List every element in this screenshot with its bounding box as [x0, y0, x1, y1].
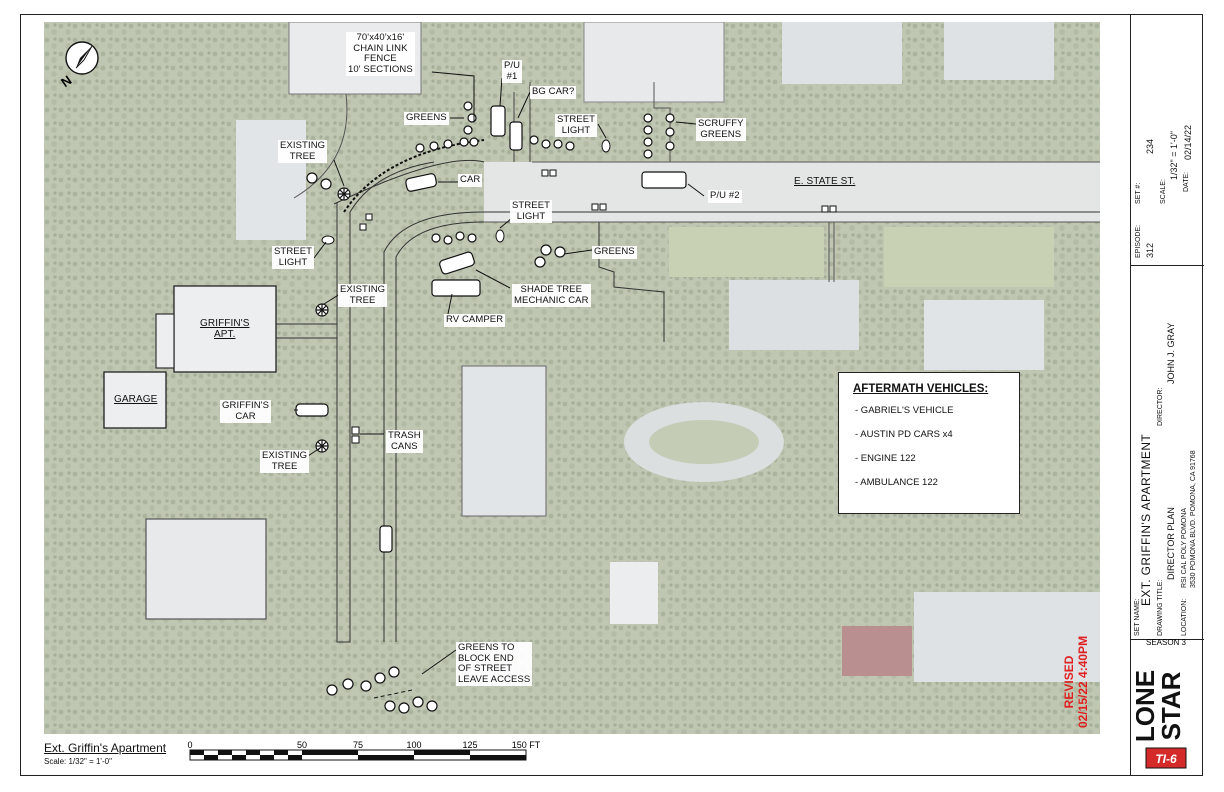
- pu1-vehicle: [490, 105, 506, 137]
- tb-set-no-label: SET #:: [1135, 182, 1142, 204]
- label-existing-tree-mid: EXISTING TREE: [338, 284, 388, 307]
- sheet-border: [20, 14, 1203, 776]
- pu2-vehicle: [641, 171, 687, 189]
- label-fence: 70'x40'x16' CHAIN LINK FENCE 10' SECTION…: [346, 32, 415, 76]
- label-griffins-apt: GRIFFIN'S APT.: [200, 318, 250, 340]
- tb-location-line2: 3530 POMONA BLVD. POMONA, CA 91768: [1190, 450, 1197, 588]
- aftermath-item: - AMBULANCE 122: [855, 477, 938, 488]
- scale-tick: 125: [462, 740, 477, 750]
- label-street-light-mid: STREET LIGHT: [510, 200, 553, 223]
- label-pu2: P/U #2: [708, 190, 742, 203]
- tb-drawing-title: DIRECTOR PLAN: [1166, 507, 1176, 580]
- label-greens-end: GREENS TO BLOCK END OF STREET LEAVE ACCE…: [456, 642, 533, 686]
- logo-badge: TI-6: [1155, 752, 1177, 766]
- scale-tick: 75: [353, 740, 363, 750]
- label-garage: GARAGE: [114, 394, 158, 405]
- logo-line1: LONE: [1136, 670, 1160, 742]
- greens-markers: [306, 101, 675, 714]
- tb-set-name-cell: SET NAME: EXT. GRIFFIN'S APARTMENT DRAWI…: [1131, 266, 1204, 640]
- title-block: EPISODE: 312 SET #: 234 SCALE: 1/32" = 1…: [1130, 14, 1204, 776]
- label-scruffy-greens: SCRUFFY GREENS: [696, 118, 746, 141]
- tb-scale: 1/32" = 1'-0": [1169, 131, 1179, 180]
- label-street-light-left: STREET LIGHT: [272, 246, 315, 269]
- tb-director-label: DIRECTOR:: [1157, 387, 1164, 426]
- aftermath-item: - AUSTIN PD CARS x4: [855, 429, 953, 440]
- tb-episode-label: EPISODE:: [1135, 224, 1142, 258]
- label-shade-tree: SHADE TREE MECHANIC CAR: [512, 284, 591, 307]
- rv-camper: [431, 279, 481, 297]
- aftermath-vehicles-box: AFTERMATH VEHICLES: - GABRIEL'S VEHICLE …: [838, 372, 1020, 514]
- north-arrow-icon: N: [58, 41, 99, 90]
- tb-director: JOHN J. GRAY: [1166, 322, 1176, 384]
- label-griffins-car: GRIFFIN'S CAR: [220, 400, 272, 423]
- tb-date: 02/14/22: [1183, 124, 1193, 160]
- street-light-marker: [495, 229, 505, 243]
- revised-stamp: REVISED 02/15/22 4:40PM: [1062, 635, 1090, 728]
- car-vehicle: [405, 173, 437, 192]
- lone-star-logo: SEASON 3 LONE STAR TI-6: [1136, 638, 1187, 769]
- scale-tick: 100: [406, 740, 421, 750]
- label-street-light-top: STREET LIGHT: [555, 114, 598, 137]
- scale-tick: 150 FT: [512, 740, 541, 750]
- logo-season: SEASON 3: [1146, 638, 1187, 647]
- label-car: CAR: [458, 174, 483, 187]
- label-greens-mid: GREENS: [592, 246, 637, 259]
- griffins-car-vehicle: [295, 403, 329, 417]
- label-existing-tree-top: EXISTING TREE: [278, 140, 328, 163]
- scale-tick: 0: [187, 740, 192, 750]
- label-pu1: P/U #1: [502, 60, 523, 83]
- tb-scale-label: SCALE:: [1160, 179, 1167, 204]
- tb-episode: 312: [1145, 242, 1155, 258]
- label-trash-cans: TRASH CANS: [386, 430, 423, 453]
- tb-location-label: LOCATION:: [1181, 598, 1188, 636]
- scale-bar: 0 50 75 100 125 150 FT: [187, 740, 541, 761]
- shade-tree-car: [439, 251, 475, 275]
- logo-line2: STAR: [1156, 671, 1186, 740]
- street-light-marker: [601, 139, 611, 153]
- tb-drawing-title-label: DRAWING TITLE:: [1157, 579, 1164, 636]
- aftermath-title: AFTERMATH VEHICLES:: [853, 383, 989, 395]
- tb-episode-cell: EPISODE: 312 SET #: 234 SCALE: 1/32" = 1…: [1131, 14, 1204, 266]
- label-rv-camper: RV CAMPER: [444, 314, 506, 327]
- tb-set-name: EXT. GRIFFIN'S APARTMENT: [1139, 433, 1153, 606]
- griffins-apt-building: [173, 285, 277, 373]
- tb-set-no: 234: [1145, 138, 1155, 154]
- street-light-marker: [321, 235, 335, 245]
- label-existing-tree-low: EXISTING TREE: [260, 450, 310, 473]
- svg-text:N: N: [58, 72, 74, 90]
- aftermath-item: - GABRIEL'S VEHICLE: [855, 405, 954, 416]
- scale-title: Ext. Griffin's Apartment: [44, 741, 167, 755]
- garage-building: [103, 371, 167, 429]
- scale-tick: 50: [297, 740, 307, 750]
- tb-date-label: DATE:: [1183, 171, 1190, 192]
- bg-car-vehicle: [509, 121, 523, 151]
- tb-location-line1: RSI CAL POLY POMONA: [1181, 507, 1188, 588]
- aftermath-item: - ENGINE 122: [855, 453, 916, 464]
- label-bg-car: BG CAR?: [530, 86, 577, 99]
- label-street-name: E. STATE ST.: [794, 176, 856, 187]
- scale-subtitle: Scale: 1/32" = 1'-0": [44, 757, 112, 766]
- label-greens-top: GREENS: [404, 112, 449, 125]
